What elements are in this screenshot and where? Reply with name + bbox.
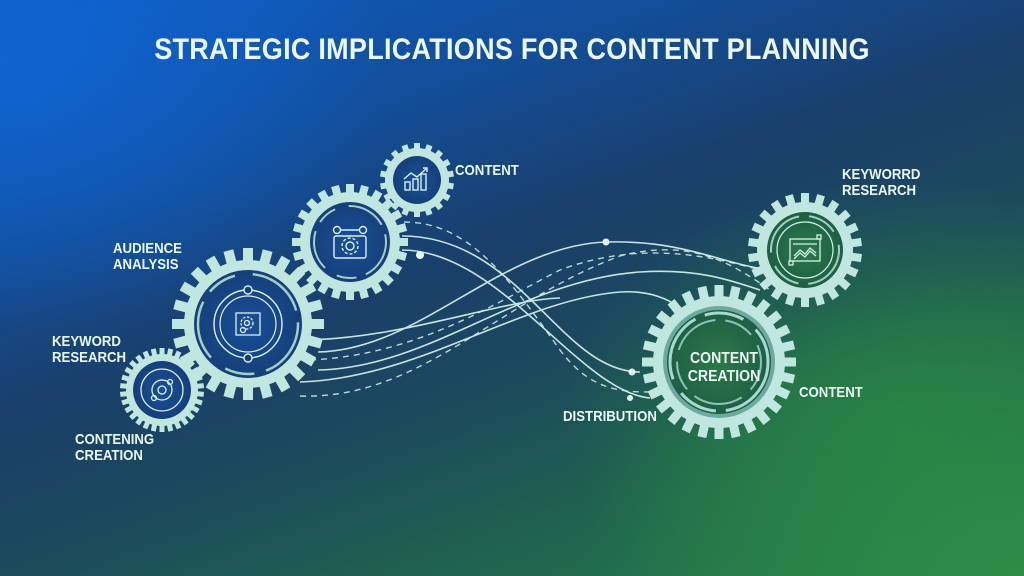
label-distribution: DISTRIBUTION <box>563 408 657 425</box>
gear-audience-analysis <box>172 248 324 400</box>
page-title: STRATEGIC IMPLICATIONS FOR CONTENT PLANN… <box>154 33 870 66</box>
label-content-right: CONTENT <box>799 384 863 401</box>
bar-chart-growth-icon <box>403 167 428 191</box>
line-chart-icon <box>788 234 822 266</box>
label-keyword-research-right: KEYWORRD RESEARCH <box>842 166 921 199</box>
gear-setup <box>292 184 408 300</box>
line-endpoints <box>416 238 636 401</box>
label-content-creation-center: CONTENT CREATION <box>687 350 761 385</box>
gear-content-top <box>380 143 454 217</box>
label-content-top: CONTENT <box>455 162 519 179</box>
gear-keyword-research-left <box>119 348 205 432</box>
label-content-creation-left: CONTENING CREATION <box>75 431 155 464</box>
gear-content-creation <box>642 285 796 439</box>
gear-keyword-research-right <box>748 193 862 307</box>
camera-gear-icon <box>332 225 368 259</box>
label-keyword-research-left: KEYWORD RESEARCH <box>52 333 127 366</box>
connection-lines <box>299 235 761 399</box>
gear-in-frame-icon <box>235 312 261 336</box>
label-audience-analysis: AUDIENCE ANALYSIS <box>113 240 182 273</box>
target-icon <box>140 368 184 412</box>
dashed-connection-lines <box>299 221 771 397</box>
